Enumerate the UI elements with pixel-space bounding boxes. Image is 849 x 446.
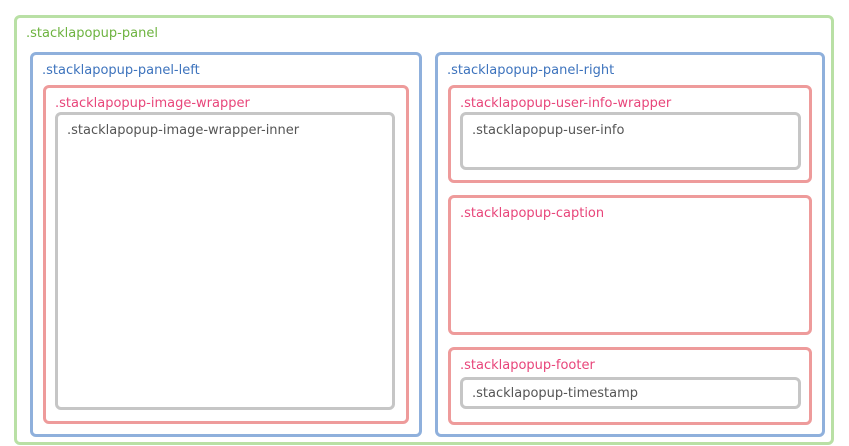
stacklapopup-user-info-label: .stacklapopup-user-info [472, 123, 625, 138]
stacklapopup-user-info-wrapper-box: .stacklapopup-user-info-wrapper .stackla… [448, 85, 812, 183]
stacklapopup-panel-label: .stacklapopup-panel [26, 26, 158, 41]
stacklapopup-footer-box: .stacklapopup-footer .stacklapopup-times… [448, 347, 812, 425]
stacklapopup-panel-right-box: .stacklapopup-panel-right .stacklapopup-… [435, 52, 825, 437]
stacklapopup-caption-box: .stacklapopup-caption [448, 195, 812, 335]
stacklapopup-user-info-wrapper-label: .stacklapopup-user-info-wrapper [460, 96, 672, 111]
stacklapopup-user-info-box: .stacklapopup-user-info [460, 112, 801, 170]
stacklapopup-panel-box: .stacklapopup-panel .stacklapopup-panel-… [14, 15, 834, 445]
stacklapopup-image-wrapper-inner-box: .stacklapopup-image-wrapper-inner [55, 112, 395, 410]
stacklapopup-image-wrapper-box: .stacklapopup-image-wrapper .stacklapopu… [43, 85, 409, 424]
stacklapopup-caption-label: .stacklapopup-caption [460, 206, 605, 221]
stacklapopup-panel-left-box: .stacklapopup-panel-left .stacklapopup-i… [30, 52, 422, 437]
stacklapopup-image-wrapper-label: .stacklapopup-image-wrapper [55, 96, 250, 111]
stacklapopup-timestamp-label: .stacklapopup-timestamp [472, 386, 638, 401]
stacklapopup-timestamp-box: .stacklapopup-timestamp [460, 377, 801, 409]
stacklapopup-footer-label: .stacklapopup-footer [460, 358, 595, 373]
stacklapopup-image-wrapper-inner-label: .stacklapopup-image-wrapper-inner [67, 123, 300, 138]
stacklapopup-panel-right-label: .stacklapopup-panel-right [447, 63, 615, 78]
stacklapopup-panel-left-label: .stacklapopup-panel-left [42, 63, 200, 78]
